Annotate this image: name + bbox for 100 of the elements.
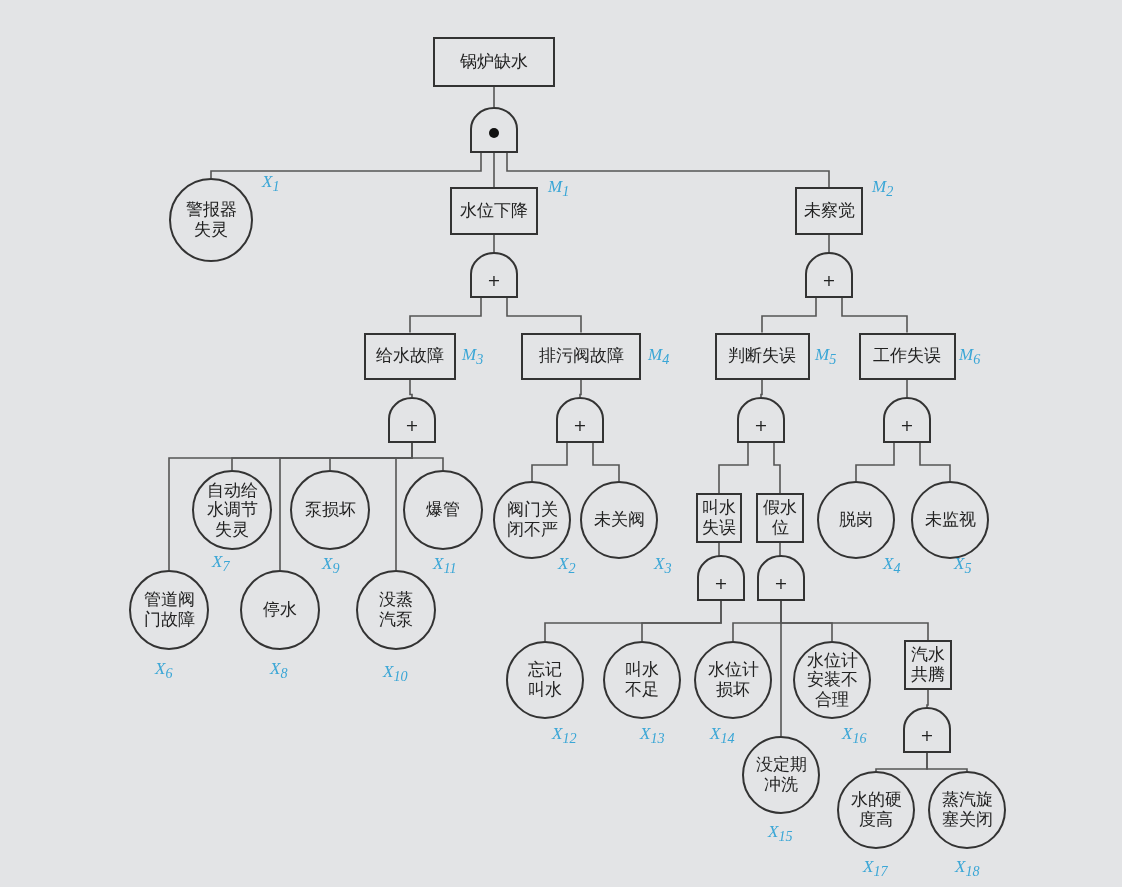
event-box: [521, 332, 641, 380]
event-code: X$_{1}$: [262, 172, 280, 196]
event-code: X$_{14}$: [710, 724, 735, 748]
event-label: 判断失误: [728, 346, 796, 366]
connector-line: [409, 297, 482, 334]
event-code: M$_{6}$: [959, 345, 981, 369]
or-gate: [388, 397, 436, 443]
connector-line: [409, 378, 413, 398]
connector-line: [841, 297, 908, 334]
connector-line: [641, 600, 722, 642]
gate-symbol: +: [900, 416, 914, 436]
event-code: X$_{6}$: [155, 659, 173, 683]
event-code: X$_{3}$: [654, 554, 672, 578]
event-label: 未察觉: [803, 201, 855, 221]
event-box: [433, 37, 555, 87]
connector-line: [760, 378, 763, 398]
event-code: X$_{9}$: [322, 554, 340, 578]
or-gate: [556, 397, 604, 443]
connector-line: [919, 442, 951, 482]
event-label: 水的硬度高: [850, 790, 902, 830]
and-gate: [470, 107, 518, 153]
event-label: 警报器失灵: [185, 200, 237, 240]
event-code: X$_{18}$: [955, 857, 980, 881]
event-label: 叫水失误: [702, 498, 736, 538]
or-gate: [470, 252, 518, 298]
event-code: M$_{1}$: [548, 177, 570, 201]
event-label: 没蒸汽泵: [379, 590, 413, 630]
connector-line: [210, 152, 482, 179]
event-label: 停水: [262, 600, 298, 620]
event-label: 工作失误: [873, 346, 941, 366]
gate-symbol: +: [754, 416, 768, 436]
gate-symbol: +: [405, 416, 419, 436]
event-label: 忘记叫水: [528, 660, 562, 700]
connector-line: [926, 752, 968, 772]
connector-line: [718, 442, 749, 494]
event-label: 假水位: [763, 498, 797, 538]
event-box: [364, 332, 456, 380]
event-code: X$_{2}$: [558, 554, 576, 578]
or-gate: [737, 397, 785, 443]
connector-line: [493, 86, 495, 108]
gate-symbol: +: [774, 574, 788, 594]
event-box: [450, 187, 538, 235]
event-box: [714, 332, 810, 380]
event-box: [756, 493, 804, 543]
event-box: [858, 332, 956, 380]
event-label: 锅炉缺水: [460, 52, 528, 72]
connector-line: [411, 442, 444, 471]
connector-line: [506, 297, 582, 334]
event-code: X$_{5}$: [954, 554, 972, 578]
gate-symbol: +: [573, 416, 587, 436]
event-label: 阀门关闭不严: [506, 500, 558, 540]
gate-symbol: +: [487, 271, 501, 291]
event-code: X$_{17}$: [863, 857, 888, 881]
event-code: M$_{5}$: [815, 345, 837, 369]
event-code: X$_{15}$: [768, 822, 793, 846]
event-label: 未监视: [924, 510, 976, 530]
event-code: X$_{4}$: [883, 554, 901, 578]
event-label: 自动给水调节失灵: [206, 480, 258, 540]
connector-line: [592, 442, 620, 482]
event-label: 爆管: [425, 500, 461, 520]
event-code: X$_{11}$: [433, 554, 457, 578]
connector-line: [579, 378, 582, 398]
connector-line: [855, 442, 895, 482]
event-code: X$_{8}$: [270, 659, 288, 683]
connector-line: [506, 152, 830, 188]
event-label: 水位计损坏: [707, 660, 759, 700]
connector-line: [926, 689, 929, 708]
gate-symbol: +: [822, 271, 836, 291]
connector-line: [906, 378, 908, 398]
event-code: X$_{12}$: [552, 724, 577, 748]
event-code: M$_{3}$: [462, 345, 484, 369]
event-code: X$_{13}$: [640, 724, 665, 748]
or-gate: [757, 555, 805, 601]
event-code: M$_{4}$: [648, 345, 670, 369]
event-label: 蒸汽旋塞关闭: [941, 790, 993, 830]
or-gate: [883, 397, 931, 443]
event-label: 脱岗: [838, 510, 874, 530]
event-label: 未关阀: [593, 510, 645, 530]
event-box: [795, 187, 863, 235]
event-label: 给水故障: [376, 346, 444, 366]
connector-line: [493, 152, 495, 188]
connector-line: [531, 442, 568, 482]
connector-line: [773, 442, 781, 494]
event-label: 水位计安装不合理: [806, 650, 858, 710]
or-gate: [697, 555, 745, 601]
event-label: 没定期冲洗: [755, 755, 807, 795]
gate-symbol: +: [920, 726, 934, 746]
event-box: [696, 493, 742, 543]
connector-line: [761, 297, 817, 334]
event-code: X$_{7}$: [212, 552, 230, 576]
gate-symbol: +: [714, 574, 728, 594]
event-label: 管道阀门故障: [143, 590, 195, 630]
event-label: 叫水不足: [625, 660, 659, 700]
event-box: [904, 640, 952, 690]
event-label: 泵损坏: [304, 500, 356, 520]
or-gate: [903, 707, 951, 753]
event-code: X$_{10}$: [383, 662, 408, 686]
event-label: 水位下降: [460, 201, 528, 221]
or-gate: [805, 252, 853, 298]
connector-line: [828, 234, 830, 253]
